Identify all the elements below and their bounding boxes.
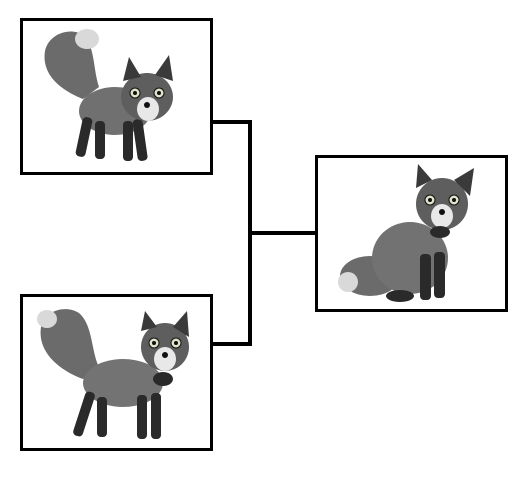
- standing-fox-icon: [37, 309, 189, 439]
- offspring-frame: [315, 155, 508, 312]
- standing-fox-icon: [44, 29, 173, 161]
- parent-top-frame: [20, 18, 213, 175]
- sitting-fox-icon: [338, 164, 474, 302]
- parent-bottom-frame: [20, 294, 213, 451]
